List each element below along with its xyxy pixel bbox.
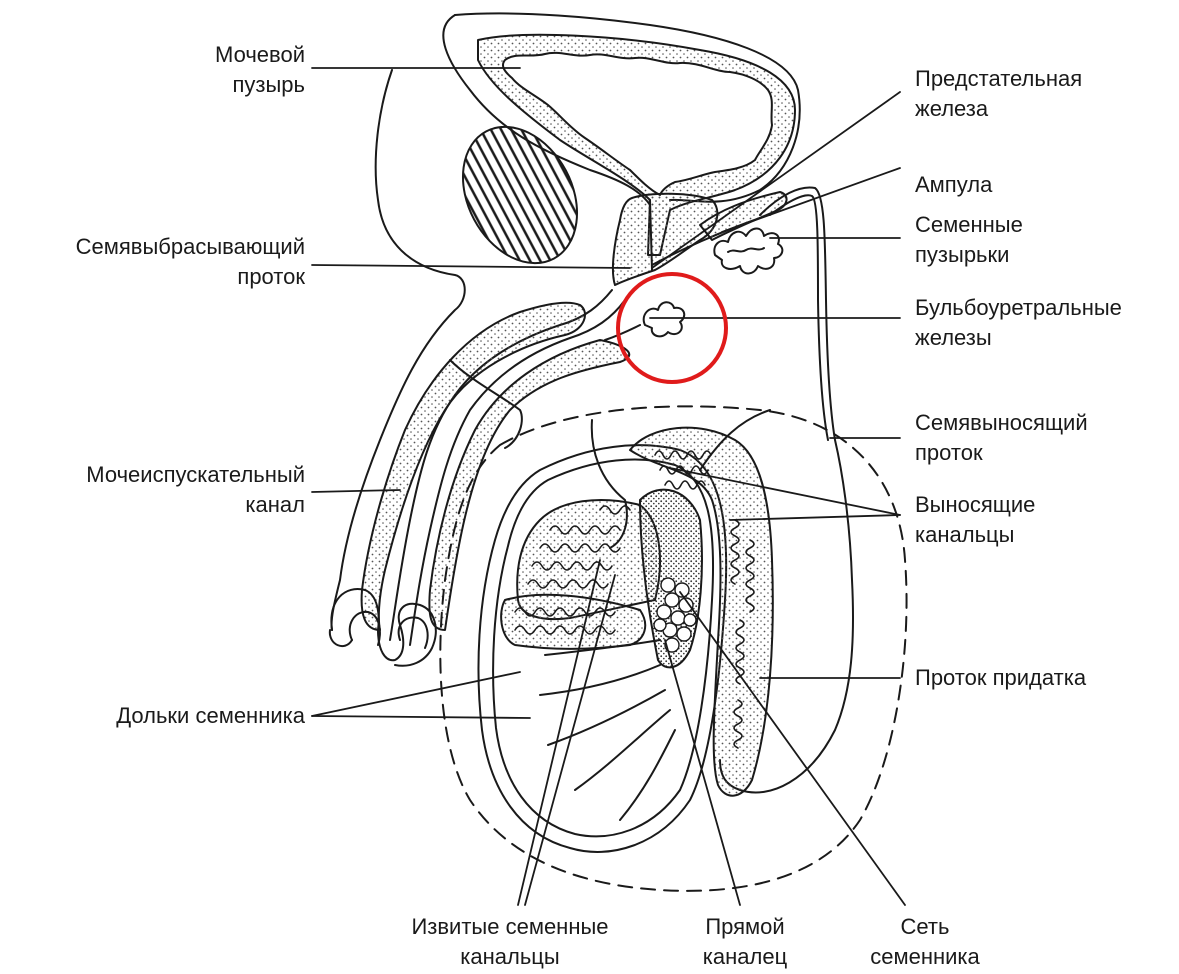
label-ejaculatory-duct: Семявыбрасывающий проток: [15, 232, 305, 292]
label-vas-deferens: Семявыносящий проток: [915, 408, 1088, 468]
label-line: железы: [915, 323, 1122, 353]
label-seminiferous-tubules: Извитые семенные канальцы: [380, 912, 640, 972]
label-line: Семявыносящий: [915, 408, 1088, 438]
label-line: Предстательная: [915, 64, 1082, 94]
label-line: Бульбоуретральные: [915, 293, 1122, 323]
label-line: семенника: [850, 942, 1000, 972]
label-rete-testis: Сеть семенника: [850, 912, 1000, 972]
label-urethra: Мочеиспускательный канал: [15, 460, 305, 520]
prostate-gland: [613, 194, 717, 285]
label-line: пузырь: [170, 70, 305, 100]
glans-penis: [331, 589, 435, 666]
label-bulbourethral-glands: Бульбоуретральные железы: [915, 293, 1122, 353]
label-testis-lobules: Дольки семенника: [15, 701, 305, 731]
seminal-vesicles: [714, 229, 782, 274]
label-ampulla: Ампула: [915, 170, 992, 200]
label-line: Семенные: [915, 210, 1023, 240]
label-line: Семявыбрасывающий: [15, 232, 305, 262]
label-line: Проток придатка: [915, 663, 1086, 693]
label-line: Мочеиспускательный: [15, 460, 305, 490]
label-line: каналец: [680, 942, 810, 972]
label-efferent-ductules: Выносящие канальцы: [915, 490, 1035, 550]
bulbourethral-gland: [644, 302, 685, 336]
label-line: Ампула: [915, 170, 992, 200]
label-line: Сеть: [850, 912, 1000, 942]
label-line: Прямой: [680, 912, 810, 942]
label-line: канал: [15, 490, 305, 520]
label-line: проток: [15, 262, 305, 292]
label-seminal-vesicles: Семенные пузырьки: [915, 210, 1023, 270]
label-line: Мочевой: [170, 40, 305, 70]
label-prostate: Предстательная железа: [915, 64, 1082, 124]
label-line: канальцы: [380, 942, 640, 972]
label-epididymis-duct: Проток придатка: [915, 663, 1086, 693]
label-line: Выносящие: [915, 490, 1035, 520]
label-line: проток: [915, 438, 1088, 468]
pubic-region: [330, 630, 352, 646]
label-urinary-bladder: Мочевой пузырь: [170, 40, 305, 100]
label-line: Извитые семенные: [380, 912, 640, 942]
label-line: железа: [915, 94, 1082, 124]
label-line: пузырьки: [915, 240, 1023, 270]
label-line: канальцы: [915, 520, 1035, 550]
label-straight-tubule: Прямой каналец: [680, 912, 810, 972]
label-line: Дольки семенника: [15, 701, 305, 731]
